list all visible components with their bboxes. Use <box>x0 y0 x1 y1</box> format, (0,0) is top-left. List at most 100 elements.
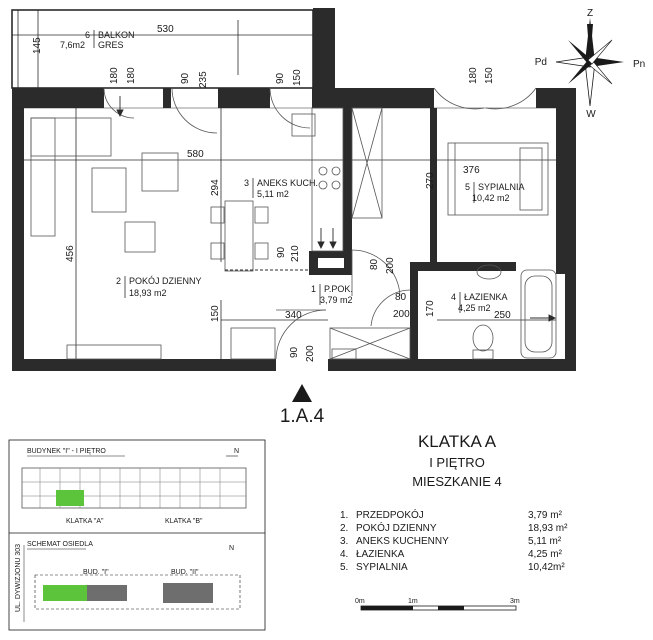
pouf <box>124 221 156 253</box>
svg-text:5: 5 <box>465 182 470 192</box>
dim-bath-width: 250 <box>494 310 511 321</box>
compass-west: Pd <box>535 57 547 68</box>
dim-window-8: 150 <box>484 67 495 84</box>
room-label-balcony: 6 BALKON 7,6m2 GRES <box>60 30 135 50</box>
coffee-table <box>141 152 179 192</box>
svg-text:1: 1 <box>311 284 316 294</box>
keyplan-bud1: BUD. "I" <box>83 569 109 576</box>
dining-table <box>224 200 254 272</box>
svg-text:POKÓJ DZIENNY: POKÓJ DZIENNY <box>129 276 202 286</box>
svg-text:3: 3 <box>244 178 249 188</box>
furniture <box>30 20 557 360</box>
dim-170: 170 <box>425 300 436 317</box>
legend-item: 3. ANEKS KUCHENNY 5,11 m² <box>340 536 562 547</box>
room-label-hall: 1 P.POK. 3,79 m2 <box>311 284 353 305</box>
wardrobe <box>351 107 383 219</box>
dim-door-3-w: 80 <box>395 292 407 303</box>
svg-text:3.: 3. <box>340 536 348 547</box>
kitchen-counter <box>311 107 344 252</box>
svg-text:GRES: GRES <box>98 40 124 50</box>
toilet <box>472 324 494 352</box>
dim-door-4-h: 200 <box>305 345 316 362</box>
room-label-bedroom: 5 SYPIALNIA 10,42 m2 <box>465 182 525 203</box>
svg-text:ŁAZIENKA: ŁAZIENKA <box>464 292 508 302</box>
dim-window-1: 180 <box>109 67 120 84</box>
svg-text:1.: 1. <box>340 510 348 521</box>
bathtub <box>520 269 557 359</box>
keyplan-bud2: BUD. "II" <box>171 569 199 576</box>
svg-text:18,93 m²: 18,93 m² <box>528 523 568 534</box>
scale-label-3: 3m <box>510 598 520 605</box>
dim-balcony-depth: 145 <box>32 37 43 54</box>
keyplan-building: BUDYNEK "I" - I PIĘTRO <box>27 448 106 455</box>
legend-item: 1. PRZEDPOKÓJ 3,79 m² <box>340 508 563 521</box>
dim-balcony-width: 530 <box>157 24 174 35</box>
sofa-side <box>30 117 56 237</box>
compass-south: W <box>586 109 596 120</box>
sofa-back <box>30 117 112 157</box>
dim-door-1-w: 90 <box>276 246 287 258</box>
legend-item: 5. SYPIALNIA 10,42m² <box>340 562 565 573</box>
svg-text:PRZEDPOKÓJ: PRZEDPOKÓJ <box>356 508 424 521</box>
dim-living-height: 456 <box>65 245 76 262</box>
key-plan: BUDYNEK "I" - I PIĘTRO N KLATKA "A" KLAT… <box>8 439 266 631</box>
dimension-lines <box>12 10 556 359</box>
svg-text:BALKON: BALKON <box>98 30 135 40</box>
svg-text:ŁAZIENKA: ŁAZIENKA <box>356 549 405 560</box>
dim-hall-width: 340 <box>285 310 302 321</box>
compass-east: Pn <box>633 59 645 70</box>
armchair <box>91 167 127 213</box>
svg-text:3,79 m2: 3,79 m2 <box>320 295 353 305</box>
dim-window-5: 90 <box>275 72 286 84</box>
entrance-marker <box>292 384 312 402</box>
hall-wardrobe <box>329 327 411 360</box>
sink <box>291 113 316 137</box>
washbasin <box>476 264 502 280</box>
room-label-kitchen: 3 ANEKS KUCH. 5,11 m2 <box>244 178 318 199</box>
legend-item: 2. POKÓJ DZIENNY 18,93 m² <box>340 521 568 534</box>
room-label-bathroom: 4 ŁAZIENKA 4,25 m2 <box>451 292 508 313</box>
svg-text:SYPIALNIA: SYPIALNIA <box>356 562 408 573</box>
dim-window-3: 90 <box>180 72 191 84</box>
svg-text:5,11 m²: 5,11 m² <box>528 536 562 547</box>
keyplan-stair-a: KLATKA "A" <box>66 518 104 525</box>
svg-text:ANEKS KUCHENNY: ANEKS KUCHENNY <box>356 536 449 547</box>
svg-text:7,6m2: 7,6m2 <box>60 40 85 50</box>
dim-window-4: 235 <box>198 71 209 88</box>
dim-kitchen-depth: 294 <box>210 179 221 196</box>
dim-bedroom-depth: 270 <box>425 172 436 189</box>
svg-text:ANEKS KUCH.: ANEKS KUCH. <box>257 178 318 188</box>
svg-text:10,42m²: 10,42m² <box>528 562 565 573</box>
svg-text:5.: 5. <box>340 562 348 573</box>
dim-window-7: 180 <box>468 67 479 84</box>
apartment-title: MIESZKANIE 4 <box>412 474 502 489</box>
svg-text:SYPIALNIA: SYPIALNIA <box>478 182 525 192</box>
floor-title: I PIĘTRO <box>429 455 485 470</box>
dim-door-2-w: 80 <box>369 258 380 270</box>
svg-text:4.: 4. <box>340 549 348 560</box>
svg-text:2.: 2. <box>340 523 348 534</box>
compass: Z W Pd Pn <box>535 8 645 120</box>
keyplan-north-1: N <box>234 448 239 455</box>
scale-label-1: 1m <box>408 598 418 605</box>
stair-title: KLATKA A <box>418 432 497 451</box>
dim-door-4-w: 90 <box>289 346 300 358</box>
svg-text:POKÓJ DZIENNY: POKÓJ DZIENNY <box>356 521 437 534</box>
balcony <box>11 9 314 89</box>
room-label-living: 2 POKÓJ DZIENNY 18,93 m2 <box>116 276 202 298</box>
unit-code: 1.A.4 <box>280 406 325 427</box>
dim-window-2: 180 <box>126 67 137 84</box>
walls <box>12 8 576 371</box>
keyplan-site: SCHEMAT OSIEDLA <box>27 541 93 548</box>
scale-bar: 0m 1m 3m <box>355 598 520 611</box>
dim-door-3-h: 200 <box>393 309 410 320</box>
legend: 1. PRZEDPOKÓJ 3,79 m² 2. POKÓJ DZIENNY 1… <box>340 508 568 573</box>
bed <box>447 142 549 216</box>
shaft-opening <box>318 258 344 268</box>
legend-item: 4. ŁAZIENKA 4,25 m² <box>340 549 563 560</box>
keyplan-north-2: N <box>229 545 234 552</box>
svg-text:6: 6 <box>85 30 90 40</box>
keyplan-street: UL. DYWIZJONU 303 <box>15 544 22 612</box>
dim-lower-height: 150 <box>210 305 221 322</box>
svg-text:4,25 m2: 4,25 m2 <box>458 303 491 313</box>
